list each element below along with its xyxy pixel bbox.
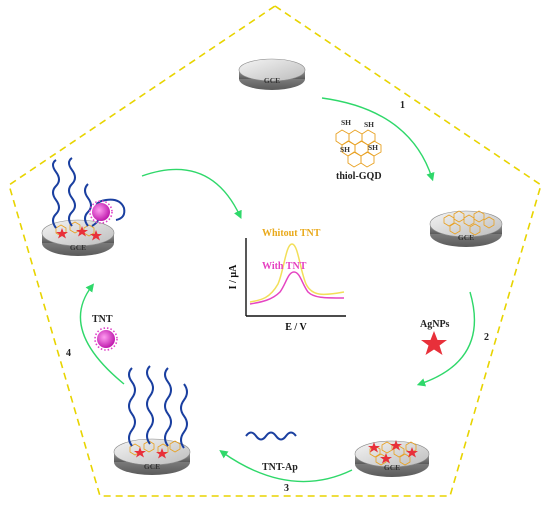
sh-group-label: SH [364, 120, 374, 129]
sh-group-label: SH [368, 143, 378, 152]
agnps-label: AgNPs [420, 319, 450, 330]
electrode-label: GCE [458, 233, 474, 242]
electrode-label: GCE [70, 243, 86, 252]
step-4-label: 4 [66, 348, 71, 359]
electrode-tnt-bound: GCE [41, 157, 126, 256]
sh-group-label: SH [340, 145, 350, 154]
electrode-label: GCE [264, 76, 280, 85]
voltammogram-inset: I / µA E / V Whitout TNT With TNT [228, 228, 346, 333]
electrode-aptamer: GCE [113, 365, 191, 475]
legend-with-tnt: With TNT [262, 261, 307, 272]
step-3-label: 3 [284, 483, 289, 494]
x-axis-label: E / V [285, 322, 307, 333]
curve-with-tnt [249, 271, 345, 305]
thiol-gqd-label: thiol-GQD [336, 171, 382, 182]
thiol-gqd-sheet [335, 129, 382, 168]
electrode-agnp: GCE [354, 440, 430, 477]
curve-without-tnt [249, 243, 345, 303]
tnt-molecule [89, 200, 113, 224]
aptamer-strand [245, 431, 297, 441]
tnt-label: TNT [92, 314, 113, 325]
legend-without-tnt: Whitout TNT [262, 228, 321, 239]
arrow-step-1 [321, 97, 435, 182]
sh-group-label: SH [341, 118, 351, 127]
electrode-gqd: GCE [429, 210, 503, 247]
silver-nanoparticle-star [421, 331, 447, 355]
electrode-label: GCE [384, 463, 400, 472]
step-1-label: 1 [400, 100, 405, 111]
pentagon-border [8, 5, 542, 497]
tnt-aptamer-label: TNT-Ap [262, 462, 298, 473]
step-2-label: 2 [484, 332, 489, 343]
electrode-bare: GCE [238, 58, 306, 90]
electrode-label: GCE [144, 462, 160, 471]
y-axis-label: I / µA [228, 264, 239, 289]
tnt-molecule [94, 327, 118, 351]
arrow-to-detection [141, 168, 242, 220]
arrow-step-4 [79, 283, 125, 385]
arrow-step-3 [219, 450, 353, 483]
arrow-step-2 [416, 291, 476, 387]
